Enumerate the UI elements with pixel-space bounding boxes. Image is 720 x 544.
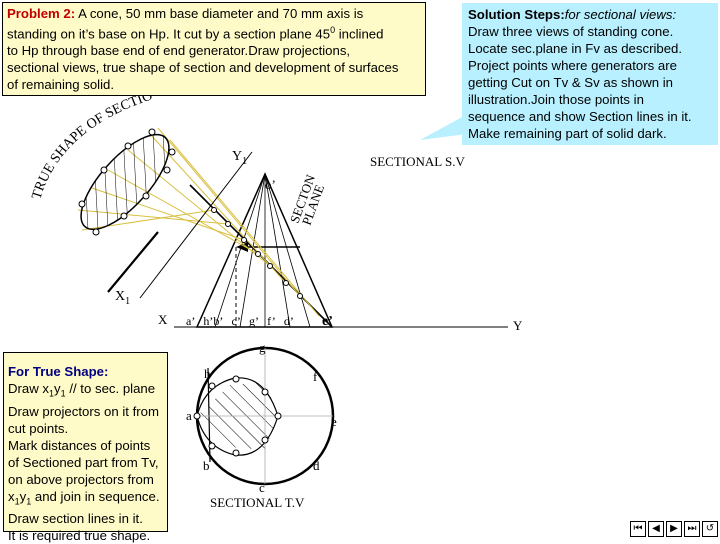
x1y1-line — [139, 151, 253, 299]
true-shape-instructions: For True Shape: Draw x1y1 // to sec. pla… — [3, 352, 168, 543]
nav-previous-button[interactable]: ◀ — [648, 521, 664, 537]
true-shape-line-2: Draw projectors on it from — [8, 403, 159, 419]
problem-line-1: A cone, 50 mm base diameter and 70 mm ax… — [75, 6, 364, 21]
solution-step: sequence and show Section lines in it. — [468, 109, 692, 124]
sectional-tv-label: SECTIONAL T.V — [210, 495, 305, 510]
true-shape-line-8: Draw section lines in it. — [8, 511, 143, 527]
solution-steps: Solution Steps:for sectional views: Draw… — [462, 3, 718, 145]
tv-b-label: b — [203, 458, 210, 473]
true-shape-lead: For True Shape: — [8, 364, 109, 379]
tv-g-label: g — [259, 340, 266, 355]
true-shape-line-5: of Sectioned part from Tv, — [8, 454, 159, 470]
sectional-sv-label: SECTIONAL S.V — [370, 154, 465, 169]
tv-a-label: a — [186, 408, 192, 423]
solution-lead-2: for sectional views: — [564, 7, 677, 22]
true-shape-line-9: It is required true shape. — [8, 528, 151, 544]
apex-label: o’ — [265, 177, 276, 192]
solution-step: Locate sec.plane in Fv as described. — [468, 41, 683, 56]
x1-label: X1 — [115, 289, 130, 307]
y1-label: Y1 — [232, 149, 247, 167]
true-shape-line-6: on above projectors from — [8, 471, 154, 487]
front-view-cone — [195, 172, 334, 328]
true-shape-ellipse — [78, 128, 176, 236]
tv-h-label: h — [204, 366, 211, 381]
fv-generator-d — [264, 173, 311, 328]
true-shape-line-7: x1y1 and join in sequence. — [8, 488, 160, 507]
solution-step: Draw three views of standing cone. — [468, 24, 674, 39]
problem-degree: 0 — [330, 25, 336, 35]
nav-return-button[interactable]: ↺ — [702, 521, 718, 537]
problem-line-2: standing on it’s base on Hp. It cut by a… — [7, 26, 331, 42]
problem-statement: Problem 2: A cone, 50 mm base diameter a… — [2, 2, 426, 96]
fv-e-label: e’ — [322, 314, 333, 329]
solution-lead: Solution Steps: — [468, 7, 565, 22]
true-shape-line-4: Mark distances of points — [8, 437, 151, 453]
cut-arrow-head — [236, 242, 248, 252]
true-shape-line-3: cut points. — [8, 420, 69, 436]
tv-e-label: e — [331, 414, 337, 429]
solution-step: illustration.Join those points in — [468, 92, 644, 107]
nav-next-button[interactable]: ▶ — [666, 521, 682, 537]
true-shape-line-1: Draw x1y1 // to sec. plane — [8, 381, 156, 399]
problem-line-2-end: inclined — [335, 26, 384, 42]
nav-first-button[interactable]: ⏮ — [630, 521, 646, 537]
tv-d-label: d — [313, 458, 320, 473]
section-plane-extension — [107, 231, 159, 293]
tv-c-label: c — [259, 480, 265, 495]
fv-generator-b — [214, 173, 266, 328]
y-label: Y — [513, 318, 523, 333]
problem-line-3: to Hp through base end of end generator.… — [7, 43, 351, 59]
fv-generator-f — [264, 173, 291, 328]
problem-line-5: of remaining solid. — [7, 77, 115, 93]
solution-step: Make remaining part of solid dark. — [468, 126, 667, 141]
problem-line-4: sectional views, true shape of section a… — [7, 60, 399, 76]
solution-step: Project points where generators are — [468, 58, 677, 73]
tv-cut-points — [193, 375, 282, 457]
problem-lead: Problem 2: — [7, 6, 76, 21]
x-label: X — [158, 312, 168, 327]
tv-f-label: f — [313, 369, 318, 384]
nav-last-button[interactable]: ⏭ — [684, 521, 700, 537]
solution-step: getting Cut on Tv & Sv as shown in — [468, 75, 674, 90]
fv-cut-points — [211, 207, 303, 299]
fv-points-label: a’ h’b’ c’ g’ f’ d’ — [186, 314, 294, 328]
